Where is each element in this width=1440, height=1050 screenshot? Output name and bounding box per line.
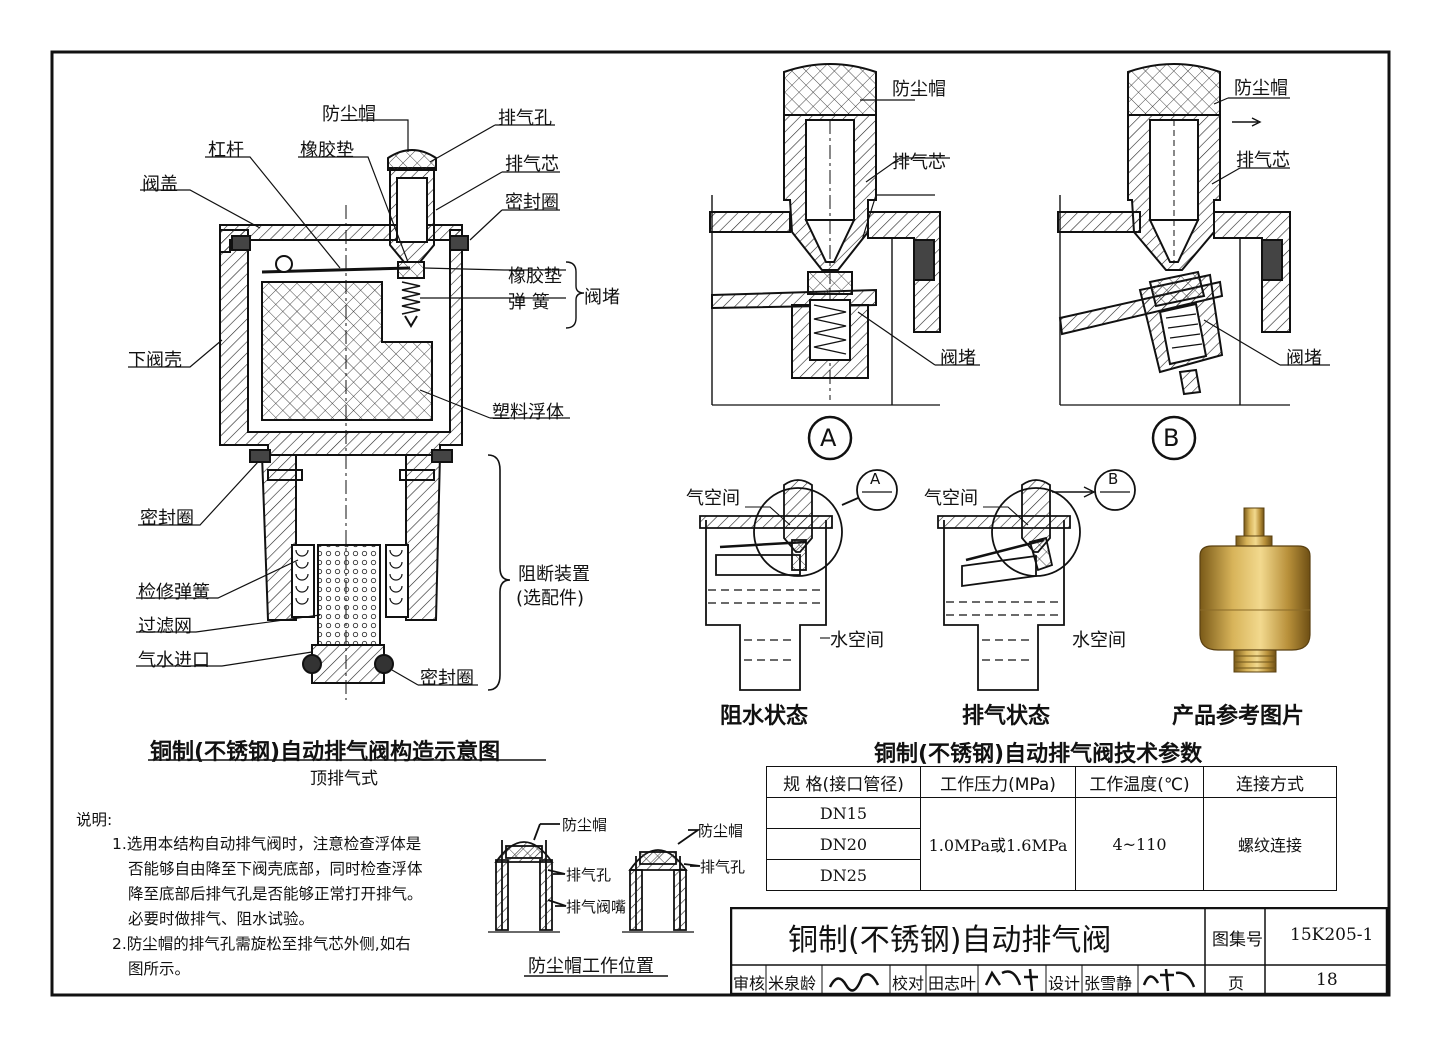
designer-signature: [1142, 968, 1196, 992]
dcp-right-vent-hole: 排气孔: [700, 858, 746, 876]
photo-caption: 产品参考图片: [1172, 704, 1305, 729]
dcp-left-vent-hole: 排气孔: [566, 866, 612, 884]
page-number: 18: [1316, 970, 1338, 990]
block-state-caption: 阻水状态: [720, 704, 809, 729]
designer-name: 张雪静: [1084, 974, 1133, 993]
detail-a-drawing: [709, 63, 980, 461]
atlas-number: 15K205-1: [1290, 925, 1374, 945]
checker-signature: [984, 968, 1038, 992]
title-block: 铜制(不锈钢)自动排气阀 图集号 15K205-1 审核 米泉龄 校对 田志叶 …: [730, 907, 1388, 995]
drawing-title: 铜制(不锈钢)自动排气阀: [788, 923, 1112, 958]
main-diagram-subtitle: 顶排气式: [310, 769, 378, 789]
label-filter: 过滤网: [138, 616, 192, 637]
detail-b-label-dust-cap: 防尘帽: [1234, 78, 1288, 99]
label-plug-spring: 弹 簧: [508, 292, 550, 313]
label-seal-ring-bottom: 密封圈: [420, 668, 474, 689]
label-isolator: 阻断装置: [518, 564, 590, 585]
detail-a-label-dust-cap: 防尘帽: [892, 79, 946, 100]
spec-table-title: 铜制(不锈钢)自动排气阀技术参数: [874, 742, 1203, 767]
vent-state-water-label: 水空间: [1072, 630, 1126, 651]
spec-header-connection: 连接方式: [1203, 766, 1337, 798]
detail-b-label-plug: 阀堵: [1286, 348, 1322, 369]
detail-b-label-vent-core: 排气芯: [1236, 150, 1290, 171]
label-lever: 杠杆: [208, 140, 244, 161]
detail-a-label-vent-core: 排气芯: [892, 152, 946, 173]
vent-state-sketch: [937, 469, 1136, 691]
page-label: 页: [1228, 974, 1245, 993]
main-valve-diagram: [219, 149, 585, 700]
spec-header-temperature: 工作温度(℃): [1075, 766, 1204, 798]
spec-temperature: 4~110: [1075, 797, 1204, 891]
label-inlet: 气水进口: [138, 650, 210, 671]
dcp-caption: 防尘帽工作位置: [528, 956, 654, 977]
vent-state-ref: B: [1108, 470, 1119, 488]
block-state-sketch: [699, 469, 898, 691]
spec-size-dn15: DN15: [766, 797, 921, 829]
dcp-right-dust-cap: 防尘帽: [698, 822, 744, 840]
sheet-border: [50, 50, 1391, 997]
table-row: DN25: [766, 859, 1337, 891]
notes-line: 否能够自由降至下阀壳底部，同时检查浮体: [128, 860, 423, 878]
label-isolator-note: (选配件): [516, 588, 585, 609]
product-photo: [1199, 507, 1311, 673]
check-label: 校对: [892, 974, 925, 993]
spec-pressure: 1.0MPa或1.6MPa: [920, 797, 1076, 891]
dcp-left-dust-cap: 防尘帽: [562, 816, 608, 834]
notes-heading: 说明:: [76, 811, 113, 829]
block-state-ref: A: [870, 470, 881, 488]
title-block-grid: [730, 907, 1388, 995]
label-vent-core: 排气芯: [505, 154, 559, 175]
label-vent-hole: 排气孔: [498, 108, 552, 129]
table-row: DN20: [766, 828, 1337, 860]
block-state-air-label: 气空间: [686, 488, 740, 509]
notes-line: 1.选用本结构自动排气阀时，注意检查浮体是: [112, 835, 422, 853]
block-state-water-label: 水空间: [830, 630, 884, 651]
label-service-spring: 检修弹簧: [138, 582, 210, 603]
vent-state-caption: 排气状态: [962, 704, 1051, 729]
reviewer-signature: [828, 973, 880, 992]
atlas-label: 图集号: [1212, 930, 1263, 950]
label-valve-cover: 阀盖: [142, 174, 178, 195]
checker-name: 田志叶: [928, 974, 977, 993]
dcp-left-nozzle: 排气阀嘴: [566, 898, 627, 916]
notes-line: 图所示。: [128, 960, 191, 978]
review-label: 审核: [733, 974, 766, 993]
detail-b-marker: B: [1163, 424, 1180, 452]
detail-b-drawing: [1057, 63, 1330, 461]
label-plug-rubber: 橡胶垫: [508, 266, 562, 287]
label-seal-ring-mid: 密封圈: [140, 508, 194, 529]
label-plug-group: 阀堵: [584, 287, 620, 308]
notes-line: 2.防尘帽的排气孔需旋松至排气芯外侧,如右: [112, 935, 411, 953]
spec-size-dn25: DN25: [766, 859, 921, 891]
reviewer-name: 米泉龄: [768, 974, 817, 993]
dust-cap-position-sketch: [488, 823, 701, 933]
spec-table: 规 格(接口管径) 工作压力(MPa) 工作温度(℃) 连接方式 DN15 1.…: [766, 766, 1337, 891]
detail-a-marker: A: [820, 424, 837, 452]
notes-line: 必要时做排气、阻水试验。: [128, 910, 315, 928]
spec-table-header-row: 规 格(接口管径) 工作压力(MPa) 工作温度(℃) 连接方式: [766, 766, 1337, 798]
label-rubber-pad: 橡胶垫: [300, 140, 354, 161]
vent-state-air-label: 气空间: [924, 488, 978, 509]
notes-line: 降至底部后排气孔是否能够正常打开排气。: [128, 885, 423, 903]
spec-header-pressure: 工作压力(MPa): [920, 766, 1076, 798]
label-lower-shell: 下阀壳: [128, 350, 182, 371]
main-leader-lines: [128, 119, 570, 686]
spec-header-size: 规 格(接口管径): [766, 766, 921, 798]
spec-connection: 螺纹连接: [1203, 797, 1337, 891]
spec-size-dn20: DN20: [766, 828, 921, 860]
detail-a-label-plug: 阀堵: [940, 348, 976, 369]
main-diagram-title: 铜制(不锈钢)自动排气阀构造示意图: [150, 740, 501, 765]
table-row: DN15 1.0MPa或1.6MPa 4~110 螺纹连接: [766, 797, 1337, 891]
label-seal-ring-top: 密封圈: [505, 192, 559, 213]
label-float: 塑料浮体: [492, 402, 564, 423]
label-dust-cap: 防尘帽: [322, 104, 376, 125]
design-label: 设计: [1048, 974, 1081, 993]
caption-underlines: [148, 759, 668, 977]
